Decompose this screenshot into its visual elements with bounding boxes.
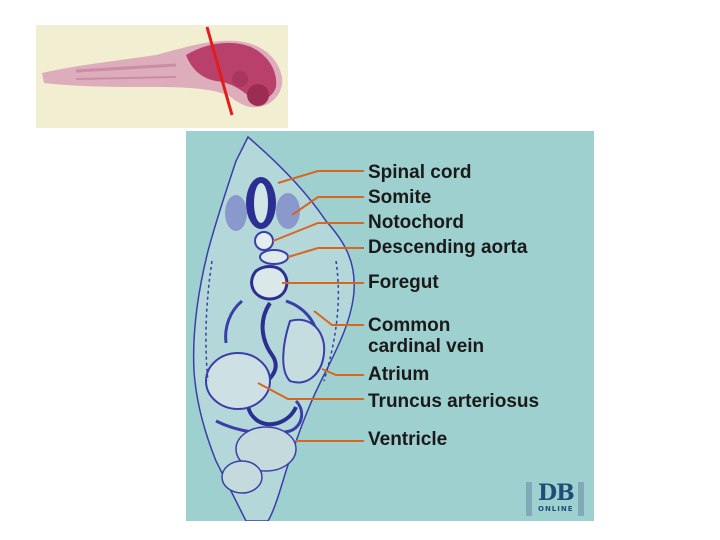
db-online-logo: DB ONLINE: [528, 480, 586, 518]
label-notochord: Notochord: [368, 213, 464, 233]
logo-sub-text: ONLINE: [538, 505, 574, 513]
notochord-shape: [255, 232, 273, 250]
label-atrium: Atrium: [368, 365, 429, 385]
descending-aorta-shape: [260, 250, 288, 264]
label-descending-aorta: Descending aorta: [368, 238, 527, 258]
label-truncus-arteriosus: Truncus arteriosus: [368, 392, 539, 412]
label-common-cardinal-vein-line2: cardinal vein: [368, 337, 484, 357]
ventricle-shape: [206, 353, 270, 409]
logo-side-bar-left: [526, 482, 532, 516]
embryo-photo: [36, 25, 288, 128]
label-foregut: Foregut: [368, 273, 439, 293]
label-somite: Somite: [368, 188, 431, 208]
label-spinal-cord: Spinal cord: [368, 163, 471, 183]
label-common-cardinal-vein-line1: Common: [368, 316, 450, 336]
logo-side-bar-right: [578, 482, 584, 516]
foregut-shape: [252, 267, 287, 300]
label-ventricle: Ventricle: [368, 430, 447, 450]
logo-brand-text: DB: [538, 480, 574, 506]
